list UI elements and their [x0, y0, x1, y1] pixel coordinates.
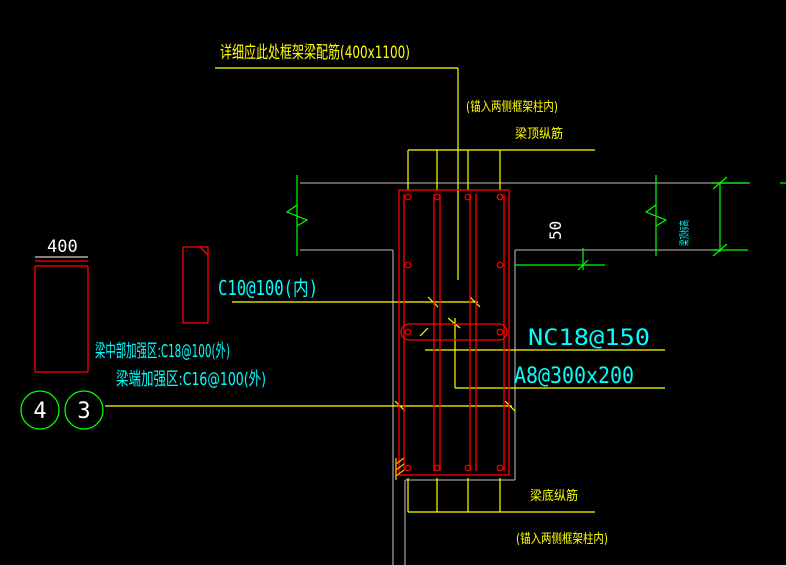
rebar-dots: [404, 193, 504, 472]
leader-lines: [105, 67, 665, 513]
dim-50-label: 50: [546, 221, 565, 240]
end-stirrup-label: 梁端加强区:C16@100(外): [116, 369, 266, 390]
a8-label: A8@300x200: [514, 364, 634, 389]
axis-bubble-3: 3: [77, 399, 90, 424]
hook-hatch: [395, 457, 405, 480]
dim-400-label: 400: [47, 237, 78, 257]
mid-stirrup-label: 梁中部加强区:C18@100(外): [95, 341, 230, 362]
nc18-label: NC18@150: [528, 326, 650, 351]
rebar-cage: [398, 189, 510, 476]
hatch-label: 梁顶标高: [678, 220, 691, 246]
small-stirrup-section: [34, 246, 209, 373]
anchor-bottom-label: (锚入两侧框架柱内): [516, 531, 608, 547]
axis-bubbles: [20, 390, 104, 430]
anchor-top-label: (锚入两侧框架柱内): [466, 99, 558, 115]
stirrup-c10-label: C10@100(内): [218, 276, 318, 300]
beam-top-bars-label: 梁顶纵筋: [515, 126, 563, 142]
break-lines: [285, 175, 786, 271]
beam-bottom-bars-label: 梁底纵筋: [530, 488, 578, 504]
top-note-label: 详细应此处框架梁配筋(400x1100): [220, 43, 410, 63]
axis-bubble-4: 4: [33, 399, 46, 424]
